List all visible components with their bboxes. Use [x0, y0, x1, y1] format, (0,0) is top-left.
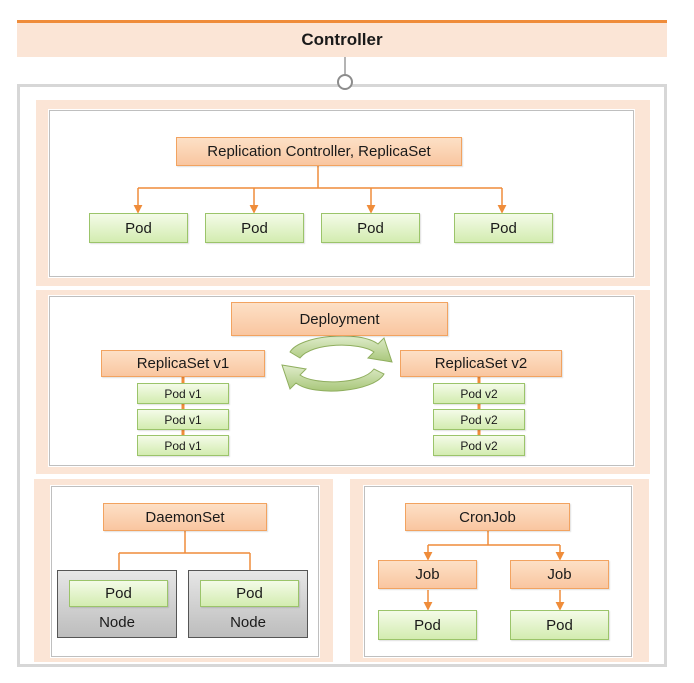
deployment-box: Deployment	[231, 302, 448, 336]
header-accent-line	[17, 20, 667, 23]
node-2-label: Node	[230, 614, 266, 631]
pod-v1-1: Pod v1	[137, 383, 229, 404]
replication-pod-2: Pod	[205, 213, 304, 243]
replication-pod-4: Pod	[454, 213, 553, 243]
replication-pod-3: Pod	[321, 213, 420, 243]
pod-v2-1: Pod v2	[433, 383, 525, 404]
cronjob-box: CronJob	[405, 503, 570, 531]
job-1-box: Job	[378, 560, 477, 589]
replication-panel	[49, 110, 634, 277]
node-2-pod: Pod	[200, 580, 299, 607]
replicaset-v2-box: ReplicaSet v2	[400, 350, 562, 377]
pod-v1-3: Pod v1	[137, 435, 229, 456]
job-2-pod: Pod	[510, 610, 609, 640]
pod-v2-3: Pod v2	[433, 435, 525, 456]
node-1-pod: Pod	[69, 580, 168, 607]
node-1-label: Node	[99, 614, 135, 631]
replication-pod-1: Pod	[89, 213, 188, 243]
controller-header: Controller	[17, 23, 667, 57]
job-2-box: Job	[510, 560, 609, 589]
replication-controller-box: Replication Controller, ReplicaSet	[176, 137, 462, 166]
pod-v2-2: Pod v2	[433, 409, 525, 430]
pod-v1-2: Pod v1	[137, 409, 229, 430]
job-1-pod: Pod	[378, 610, 477, 640]
replicaset-v1-box: ReplicaSet v1	[101, 350, 265, 377]
daemonset-box: DaemonSet	[103, 503, 267, 531]
